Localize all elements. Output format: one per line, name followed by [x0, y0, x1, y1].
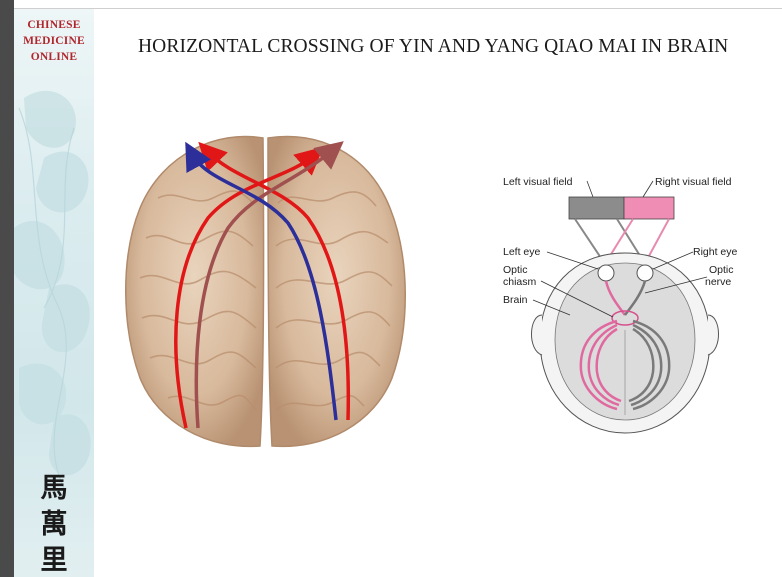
label-optic-chiasm-line2: chiasm	[503, 276, 537, 288]
left-ear	[531, 315, 542, 355]
seal-char-3: 里	[14, 538, 94, 577]
right-eye	[637, 265, 653, 281]
brand-line-medicine: MEDICINE	[14, 35, 94, 47]
visual-pathway-diagram: Left visual field Right visual field	[495, 165, 755, 445]
seal-char-2: 萬	[14, 502, 94, 541]
brand-line-online: ONLINE	[14, 51, 94, 63]
left-frame-bar	[0, 0, 14, 577]
right-visual-field-box	[624, 197, 674, 219]
label-right-eye: Right eye	[693, 246, 738, 258]
brain-illustration	[118, 128, 418, 453]
seal-char-1: 馬	[14, 466, 94, 505]
slide-title: HORIZONTAL CROSSING OF YIN AND YANG QIAO…	[138, 36, 728, 58]
label-optic-chiasm-line1: Optic	[503, 264, 528, 276]
label-optic-nerve-line2: nerve	[705, 276, 731, 288]
label-left-eye: Left eye	[503, 246, 541, 258]
brain-left-hemisphere	[126, 136, 264, 446]
label-brain: Brain	[503, 294, 528, 306]
brand-line-chinese: CHINESE	[14, 19, 94, 31]
label-left-visual-field: Left visual field	[503, 176, 573, 188]
label-optic-nerve-line1: Optic	[709, 264, 734, 276]
label-right-visual-field: Right visual field	[655, 176, 732, 188]
top-rule	[14, 8, 782, 9]
right-ear	[708, 315, 719, 355]
left-eye	[598, 265, 614, 281]
sidebar: CHINESE MEDICINE ONLINE 馬 萬 里	[14, 8, 94, 577]
left-visual-field-box	[569, 197, 624, 219]
